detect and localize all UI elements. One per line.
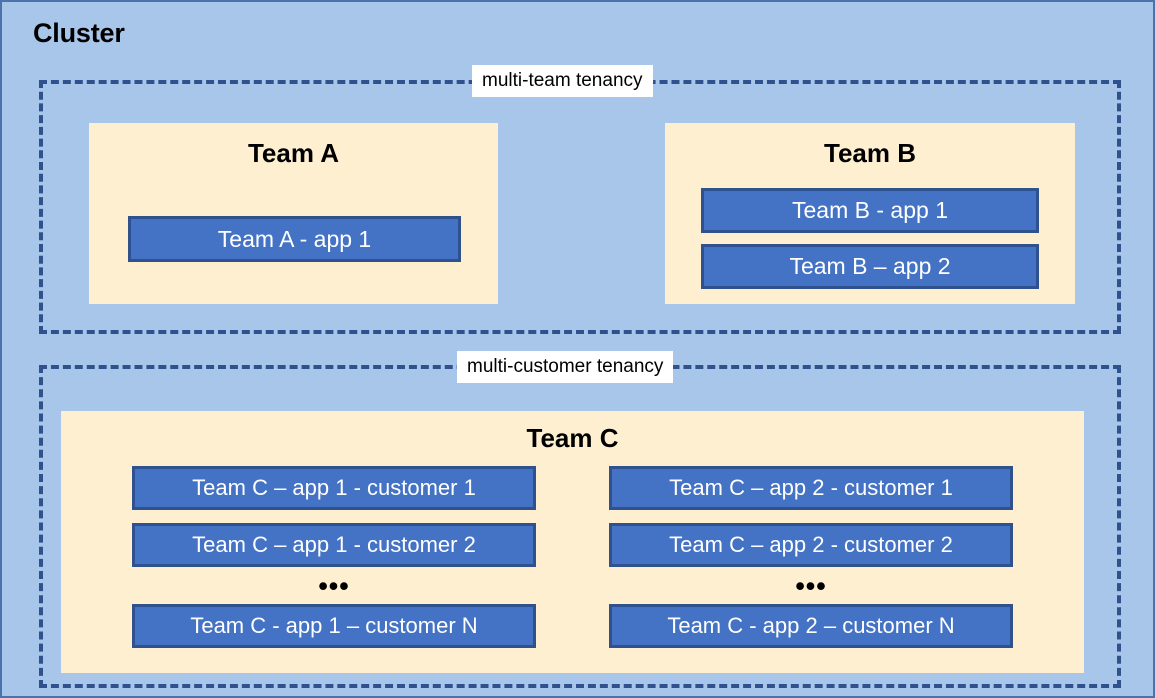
- ellipsis-team-c-app-1: •••: [318, 571, 350, 601]
- app-box-team-a-app-1[interactable]: Team A - app 1: [128, 216, 461, 262]
- app-box-team-b-app-1[interactable]: Team B - app 1: [701, 188, 1039, 233]
- app-box-team-c-app-1-customer-2[interactable]: Team C – app 1 - customer 2: [132, 523, 536, 567]
- tenancy-label-multi-team: multi-team tenancy: [472, 65, 653, 97]
- team-title-team-b: Team B: [824, 138, 916, 168]
- team-panel-team-a: Team A Team A - app 1: [89, 123, 498, 304]
- app-box-team-c-app-1-customer-n[interactable]: Team C - app 1 – customer N: [132, 604, 536, 648]
- team-panel-team-b: Team B Team B - app 1 Team B – app 2: [665, 123, 1075, 304]
- ellipsis-team-c-app-2: •••: [795, 571, 827, 601]
- team-panel-team-c: Team C Team C – app 1 - customer 1 Team …: [61, 411, 1084, 673]
- app-list-team-b: Team B - app 1 Team B – app 2: [701, 188, 1039, 289]
- tenancy-group-multi-team: Team A Team A - app 1 Team B Team B - ap…: [39, 80, 1121, 334]
- tenancy-group-multi-customer: Team C Team C – app 1 - customer 1 Team …: [39, 365, 1121, 688]
- team-title-team-a: Team A: [247, 138, 340, 168]
- app-column-team-c-app-2: Team C – app 2 - customer 1 Team C – app…: [609, 466, 1013, 648]
- team-title-team-c: Team C: [526, 423, 619, 453]
- app-box-team-c-app-2-customer-2[interactable]: Team C – app 2 - customer 2: [609, 523, 1013, 567]
- app-list-team-a: Team A - app 1: [128, 216, 461, 262]
- app-column-team-c-app-1: Team C – app 1 - customer 1 Team C – app…: [132, 466, 536, 648]
- team-c-columns: Team C – app 1 - customer 1 Team C – app…: [61, 466, 1084, 648]
- page-title: Cluster: [33, 18, 125, 48]
- app-box-team-c-app-2-customer-1[interactable]: Team C – app 2 - customer 1: [609, 466, 1013, 510]
- app-box-team-c-app-1-customer-1[interactable]: Team C – app 1 - customer 1: [132, 466, 536, 510]
- tenancy-label-multi-customer: multi-customer tenancy: [457, 351, 674, 383]
- app-box-team-c-app-2-customer-n[interactable]: Team C - app 2 – customer N: [609, 604, 1013, 648]
- app-box-team-b-app-2[interactable]: Team B – app 2: [701, 244, 1039, 289]
